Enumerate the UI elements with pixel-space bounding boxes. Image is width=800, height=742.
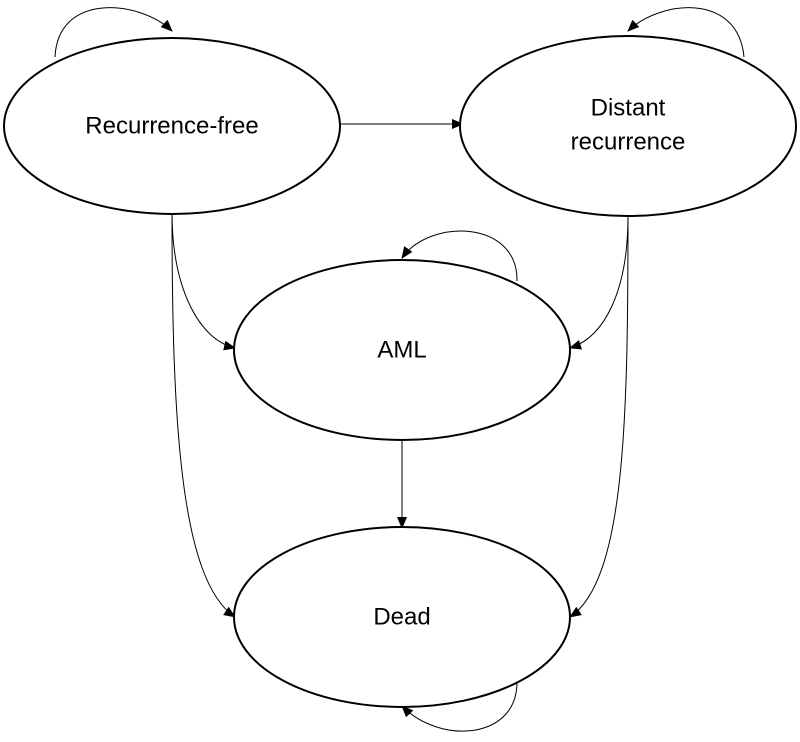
state-label-recurrence-free: Recurrence-free [85,113,258,140]
edge-dead-self [401,680,518,732]
state-recurrence-free: Recurrence-free [3,37,341,215]
state-aml: AML [233,259,571,441]
state-label-distant-recurrence-line1: Distant [591,95,666,122]
state-label-dead: Dead [373,604,430,631]
edge-distant-recurrence-self [627,7,745,58]
edge-recurrence-free-self [54,7,173,58]
edge-distant-recurrence-to-aml [569,215,629,350]
state-label-distant-recurrence-line2: recurrence [571,129,686,156]
state-dead: Dead [233,526,571,708]
edge-recurrence-free-to-dead [171,211,236,618]
edge-recurrence-free-to-aml [171,211,236,351]
state-label-aml: AML [377,337,426,364]
state-distant-recurrence: Distant recurrence [459,35,797,217]
edge-aml-self [401,230,518,282]
edge-distant-recurrence-to-dead [569,215,629,618]
